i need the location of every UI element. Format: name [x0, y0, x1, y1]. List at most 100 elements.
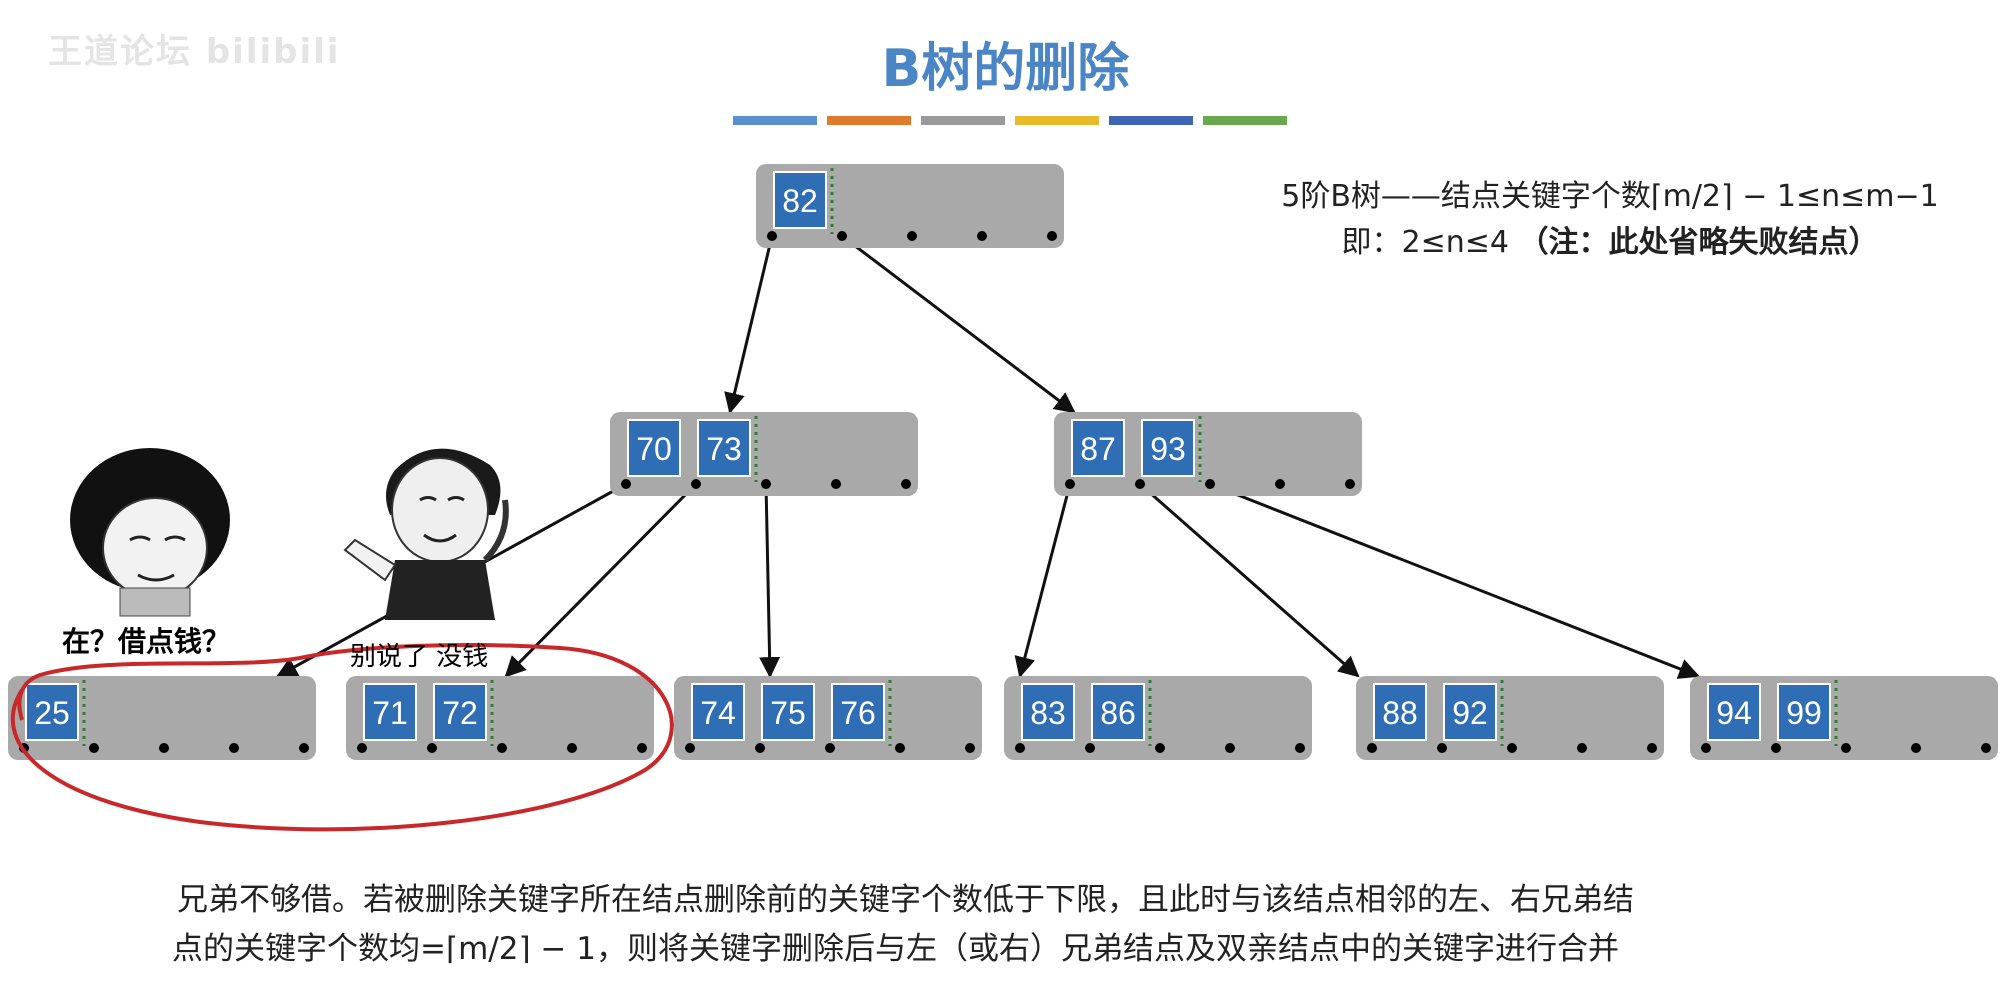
child-pointer [907, 231, 917, 241]
key-box [697, 419, 751, 477]
child-pointer [767, 231, 777, 241]
child-pointer [1155, 743, 1165, 753]
caption-line-1: 兄弟不够借。若被删除关键字所在结点删除前的关键字个数低于下限，且此时与该结点相邻… [177, 882, 1634, 918]
child-pointer [1015, 743, 1025, 753]
child-pointer [1065, 479, 1075, 489]
child-pointer [691, 479, 701, 489]
color-bar-segment [1203, 116, 1287, 125]
key-box [761, 683, 815, 741]
key-label: 70 [636, 431, 672, 467]
key-box [1777, 683, 1831, 741]
child-pointer [1771, 743, 1781, 753]
root-node: 82 [756, 164, 1064, 248]
key-box [25, 683, 79, 741]
color-bar-segment [827, 116, 911, 125]
child-pointer [497, 743, 507, 753]
child-pointer [1577, 743, 1587, 753]
child-pointer [1701, 743, 1711, 753]
key-box [363, 683, 417, 741]
child-pointer [1981, 743, 1991, 753]
child-pointer [831, 479, 841, 489]
key-box [1707, 683, 1761, 741]
color-bar-segment [733, 116, 817, 125]
range-note-paren: （注：此处省略失败结点） [1518, 225, 1879, 260]
key-label: 99 [1786, 695, 1822, 731]
key-box [773, 171, 827, 229]
key-label: 92 [1452, 695, 1488, 731]
leaf-node: 71 72 [346, 676, 654, 760]
child-pointer [567, 743, 577, 753]
child-pointer [1047, 231, 1057, 241]
range-note: 即：2≤n≤4 （注：此处省略失败结点） [1180, 228, 2011, 258]
internal-node: 70 73 [610, 412, 918, 496]
color-bar-segment [1015, 116, 1099, 125]
key-box [433, 683, 487, 741]
key-label: 94 [1716, 695, 1752, 731]
child-pointer [1437, 743, 1447, 753]
child-pointer [89, 743, 99, 753]
child-pointer [755, 743, 765, 753]
key-label: 73 [706, 431, 742, 467]
child-pointer [837, 231, 847, 241]
key-box [1373, 683, 1427, 741]
slide-title: B树的删除 [881, 39, 1130, 99]
key-label: 82 [782, 183, 818, 219]
meme-man-figure [343, 448, 509, 620]
meme-right-caption: 别说了 没钱 [350, 642, 489, 672]
child-pointer [1085, 743, 1095, 753]
child-pointer [1295, 743, 1305, 753]
child-pointer [977, 231, 987, 241]
leaf-node: 25 [8, 676, 316, 760]
meme-left-caption: 在？借点钱？ [62, 625, 231, 658]
tree-edge [759, 483, 781, 679]
key-label: 93 [1150, 431, 1186, 467]
leaf-node: 83 86 [1004, 676, 1312, 760]
key-box [627, 419, 681, 477]
key-label: 72 [442, 695, 478, 731]
child-pointer [685, 743, 695, 753]
color-bar-segment [1109, 116, 1193, 125]
key-label: 71 [372, 695, 408, 731]
key-label: 86 [1100, 695, 1136, 731]
child-pointer [357, 743, 367, 753]
child-pointer [1345, 479, 1355, 489]
tree-edge [841, 234, 1076, 414]
child-pointer [637, 743, 647, 753]
child-pointer [229, 743, 239, 753]
child-pointer [761, 479, 771, 489]
key-label: 88 [1382, 695, 1418, 731]
leaf-node: 94 99 [1690, 676, 1998, 760]
tree-edge [1209, 482, 1700, 679]
highlight-loop [10, 643, 674, 832]
range-note-main: 即：2≤n≤4 [1341, 225, 1519, 260]
child-pointer [621, 479, 631, 489]
key-box [691, 683, 745, 741]
child-pointer [965, 743, 975, 753]
key-label: 87 [1080, 431, 1116, 467]
key-label: 83 [1030, 695, 1066, 731]
key-label: 75 [770, 695, 806, 731]
key-box [1091, 683, 1145, 741]
child-pointer [1225, 743, 1235, 753]
key-box [1141, 419, 1195, 477]
caption-line-2: 点的关键字个数均=⌈m/2⌉ − 1，则将关键字删除后与左（或右）兄弟结点及双亲… [172, 931, 1619, 967]
key-box [1021, 683, 1075, 741]
child-pointer [1275, 479, 1285, 489]
child-pointer [1135, 479, 1145, 489]
meme-girl-figure [70, 448, 230, 617]
key-label: 74 [700, 695, 736, 731]
child-pointer [1841, 743, 1851, 753]
child-pointer [159, 743, 169, 753]
child-pointer [895, 743, 905, 753]
color-bar-segment [921, 116, 1005, 125]
tree-edge [1139, 482, 1360, 678]
tree-edge [1014, 483, 1072, 679]
tree-edge [504, 482, 698, 678]
leaf-node: 88 92 [1356, 676, 1664, 760]
child-pointer [901, 479, 911, 489]
child-pointer [299, 743, 309, 753]
key-box [1071, 419, 1125, 477]
